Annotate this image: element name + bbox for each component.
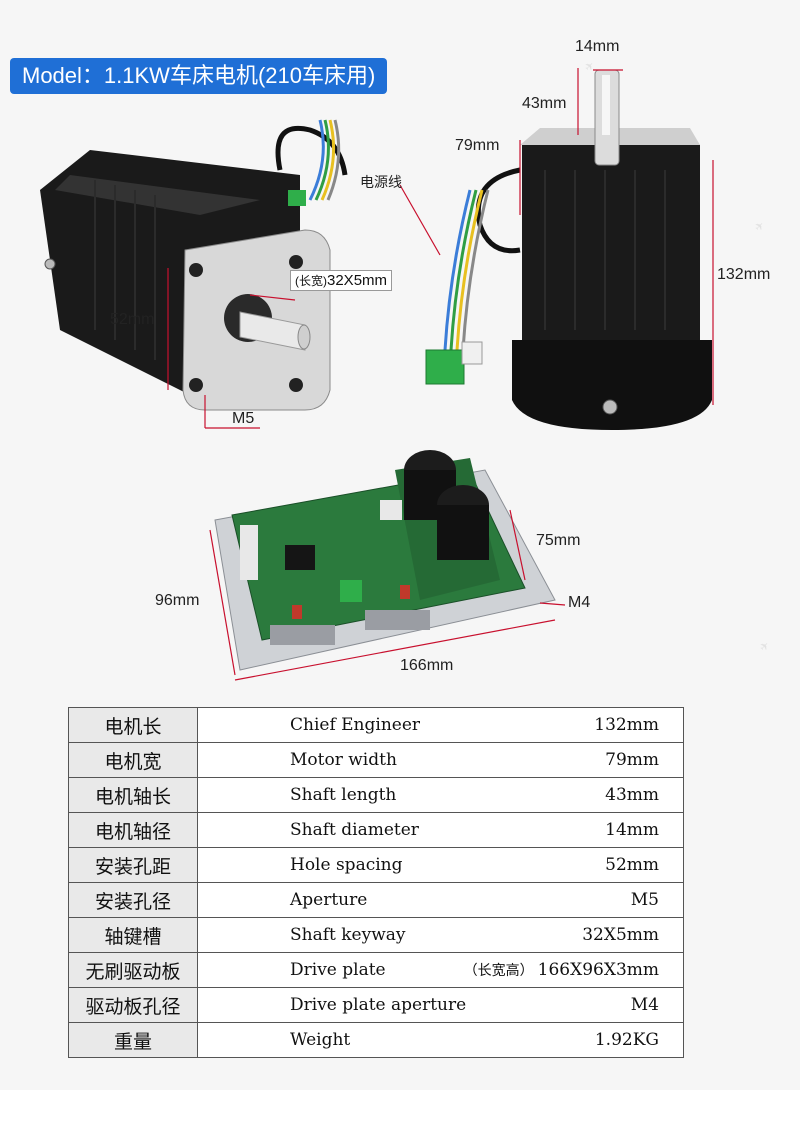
spec-value: 79mm (605, 750, 659, 770)
spec-value-text: 14mm (605, 820, 659, 840)
dim-keyway-note: (长宽) (295, 274, 327, 288)
table-row: 重量 Weight 1.92KG (68, 1022, 684, 1058)
spec-value-text: 79mm (605, 750, 659, 770)
spec-label-en: Aperture (290, 890, 368, 910)
spec-value: 52mm (605, 855, 659, 875)
table-row: 电机轴径 Shaft diameter 14mm (68, 812, 684, 848)
spec-detail-cell: Weight 1.92KG (197, 1022, 684, 1058)
dim-board-hole: M4 (568, 594, 591, 611)
spec-value-text: 1.92KG (594, 1030, 659, 1050)
spec-value: 32X5mm (582, 925, 659, 945)
dim-keyway: (长宽)32X5mm (290, 270, 393, 291)
spec-detail: Shaft keyway 32X5mm (198, 925, 683, 945)
spec-detail: Aperture M5 (198, 890, 683, 910)
table-row: 电机宽 Motor width 79mm (68, 742, 684, 778)
table-row: 电机轴长 Shaft length 43mm (68, 777, 684, 813)
spec-value: M4 (631, 995, 659, 1015)
spec-detail-cell: Drive plate aperture M4 (197, 987, 684, 1023)
dim-hole-spacing: 52mm (110, 311, 155, 328)
motor-left-image (40, 119, 348, 411)
spec-detail: Weight 1.92KG (198, 1030, 683, 1050)
spec-label-en: Drive plate (290, 960, 386, 980)
table-row: 轴键槽 Shaft keyway 32X5mm (68, 917, 684, 953)
dim-motor-width: 79mm (455, 137, 500, 154)
table-row: 安装孔距 Hole spacing 52mm (68, 847, 684, 883)
spec-value: （长宽高）166X96X3mm (464, 960, 659, 980)
product-illustration (40, 68, 714, 681)
spec-detail: Drive plate aperture M4 (198, 995, 683, 1015)
spec-table: 电机长 Chief Engineer 132mm 电机宽 Motor width 79mm… (68, 707, 684, 1058)
spec-value-text: M4 (630, 995, 659, 1015)
spec-value: 43mm (605, 785, 659, 805)
dim-keyway-size: 32X5mm (327, 272, 388, 289)
spec-detail-cell: Motor width 79mm (197, 742, 684, 778)
spec-value-note: （长宽高） (463, 963, 534, 979)
spec-label-cn: 无刷驱动板 (68, 952, 198, 988)
spec-label-cn: 安装孔径 (68, 882, 198, 918)
spec-detail: Hole spacing 52mm (198, 855, 683, 875)
spec-detail-cell: Shaft length 43mm (197, 777, 684, 813)
spec-detail: Drive plate （长宽高）166X96X3mm (198, 960, 683, 980)
motor-right-image (425, 69, 712, 430)
spec-value-text: 132mm (594, 715, 659, 735)
dim-shaft-length: 43mm (522, 95, 567, 112)
spec-label-cn: 驱动板孔径 (68, 987, 198, 1023)
spec-label-cn: 电机宽 (68, 742, 198, 778)
dim-board-length: 166mm (400, 657, 454, 674)
spec-detail: Shaft length 43mm (198, 785, 683, 805)
model-title: Model：1.1KW车床电机(210车床用) (10, 58, 388, 94)
dim-shaft-diameter: 14mm (575, 38, 620, 55)
table-row: 安装孔径 Aperture M5 (68, 882, 684, 918)
dim-board-depth: 75mm (536, 532, 581, 549)
spec-label-en: Drive plate aperture (290, 995, 467, 1015)
spec-detail-cell: Chief Engineer 132mm (197, 707, 684, 743)
spec-label-cn: 重量 (68, 1022, 198, 1058)
table-row: 驱动板孔径 Drive plate aperture M4 (68, 987, 684, 1023)
spec-detail-cell: Drive plate （长宽高）166X96X3mm (197, 952, 684, 988)
spec-value-text: 166X96X3mm (537, 960, 659, 980)
spec-label-en: Weight (290, 1030, 351, 1050)
spec-value-text: 32X5mm (582, 925, 659, 945)
spec-detail-cell: Shaft keyway 32X5mm (197, 917, 684, 953)
spec-label-cn: 电机轴长 (68, 777, 198, 813)
dimension-lines (167, 68, 714, 681)
spec-label-cn: 电机轴径 (68, 812, 198, 848)
table-row: 无刷驱动板 Drive plate （长宽高）166X96X3mm (68, 952, 684, 988)
spec-value: 132mm (594, 715, 659, 735)
spec-value: M5 (631, 890, 659, 910)
spec-value-text: 52mm (605, 855, 659, 875)
spec-label-en: Hole spacing (290, 855, 403, 875)
dim-power-cable: 电源线 (360, 174, 402, 190)
spec-value: 14mm (605, 820, 659, 840)
drive-board-image (214, 450, 556, 671)
spec-detail-cell: Aperture M5 (197, 882, 684, 918)
dim-board-width: 96mm (155, 592, 200, 609)
dim-aperture: M5 (232, 410, 255, 427)
spec-label-en: Shaft diameter (290, 820, 419, 840)
spec-detail: Shaft diameter 14mm (198, 820, 683, 840)
spec-detail-cell: Hole spacing 52mm (197, 847, 684, 883)
spec-label-en: Motor width (290, 750, 397, 770)
spec-table-body: 电机长 Chief Engineer 132mm 电机宽 Motor width 79mm… (68, 707, 684, 1058)
spec-detail: Motor width 79mm (198, 750, 683, 770)
spec-label-cn: 电机长 (68, 707, 198, 743)
spec-detail-cell: Shaft diameter 14mm (197, 812, 684, 848)
spec-label-en: Chief Engineer (290, 715, 421, 735)
spec-label-cn: 安装孔距 (68, 847, 198, 883)
spec-label-cn: 轴键槽 (68, 917, 198, 953)
spec-value-text: 43mm (605, 785, 659, 805)
dim-motor-length: 132mm (717, 266, 771, 283)
spec-value-text: M5 (630, 890, 659, 910)
spec-label-en: Shaft keyway (290, 925, 406, 945)
spec-detail: Chief Engineer 132mm (198, 715, 683, 735)
spec-label-en: Shaft length (290, 785, 397, 805)
spec-value: 1.92KG (595, 1030, 659, 1050)
table-row: 电机长 Chief Engineer 132mm (68, 707, 684, 743)
